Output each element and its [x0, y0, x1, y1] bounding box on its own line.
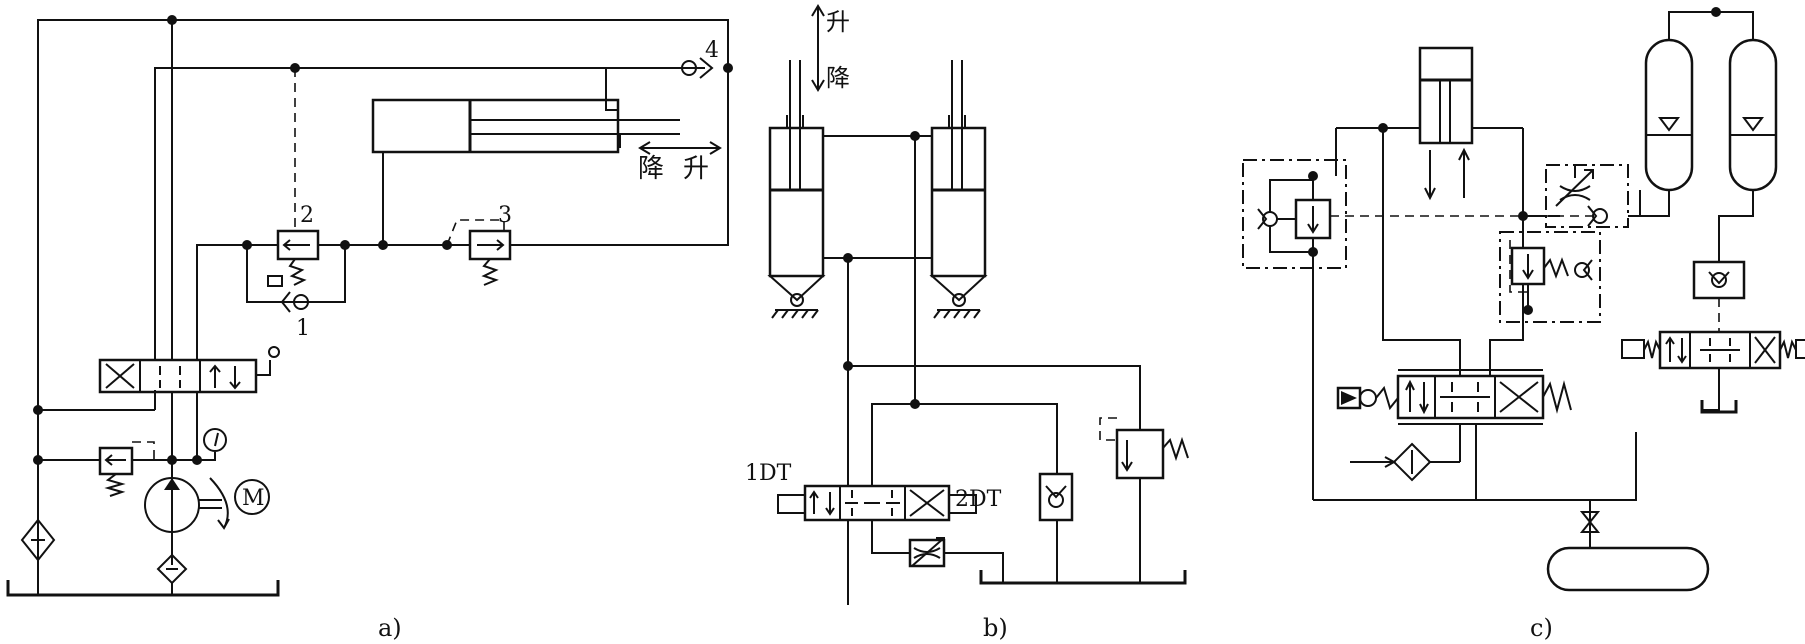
throttle-valve-b	[908, 537, 946, 568]
directional-valve-c-main	[1336, 369, 1572, 425]
tank-c	[1546, 546, 1710, 592]
relief-valve-a	[98, 441, 155, 497]
valve-box-center	[1499, 231, 1601, 323]
valve-box-left	[1242, 159, 1347, 269]
label-up: 升	[683, 154, 709, 184]
panel-c: c)	[1242, 7, 1805, 642]
throttle-check-valve-c	[1545, 164, 1629, 228]
pump-motor: M	[144, 477, 270, 533]
motor-label: M	[242, 486, 265, 511]
check-valve-b	[1038, 472, 1074, 522]
check-valve-c-right	[1692, 260, 1746, 300]
tank-a	[6, 580, 280, 597]
valve-3: 3	[442, 203, 512, 286]
caption-b: b)	[983, 614, 1008, 642]
label-down: 降	[826, 64, 850, 92]
check-valve-4: 4	[681, 38, 719, 79]
caption-a: a)	[378, 614, 402, 642]
cylinder-b-right	[929, 60, 988, 319]
drain-valve-c	[1579, 511, 1601, 533]
lift-direction-arrow: 降 升	[638, 141, 722, 184]
label-2dt: 2DT	[955, 487, 1002, 512]
relief-valve-b	[1099, 417, 1189, 480]
cylinder-a	[371, 68, 680, 154]
panel-b: 升 降	[745, 4, 1189, 642]
tank-b	[979, 570, 1187, 585]
directional-valve-b: 1DT 2DT	[745, 461, 1002, 522]
label-2: 2	[300, 203, 314, 228]
label-4: 4	[705, 38, 719, 63]
cylinder-b-left	[767, 60, 826, 319]
label-down: 降	[638, 154, 664, 184]
accumulator-1	[1644, 38, 1694, 192]
check-valve-1: 1	[280, 291, 310, 341]
directional-valve-c-right	[1621, 330, 1805, 370]
filter-c	[1350, 424, 1461, 482]
label-1: 1	[296, 316, 310, 341]
valve-2: 2	[267, 203, 320, 287]
accumulator-2	[1728, 38, 1778, 192]
caption-c: c)	[1530, 614, 1553, 642]
label-up: 升	[826, 8, 850, 36]
cylinder-c	[1418, 46, 1474, 201]
directional-valve-a	[98, 346, 280, 394]
panel-a: 4 降 升 2	[6, 15, 733, 642]
label-1dt: 1DT	[745, 461, 792, 486]
label-3: 3	[498, 203, 512, 228]
